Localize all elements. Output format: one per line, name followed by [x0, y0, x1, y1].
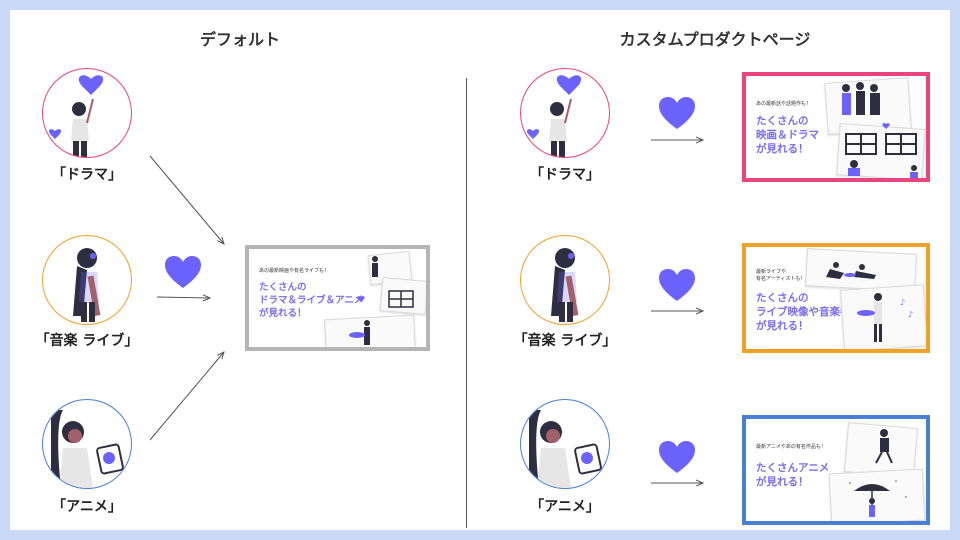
heart-icon: [659, 97, 695, 129]
custom-heading: カスタムプロダクトページ: [619, 30, 811, 49]
label-music-custom: 「音楽 ライブ」: [513, 333, 617, 349]
custom-card-drama: あの最新話や話題作も！ たくさんの 映画＆ドラマ が見れる！: [742, 72, 930, 182]
anime-card-illustration: [849, 429, 907, 517]
avatar-anime: [42, 399, 132, 489]
connector-arrows: [149, 10, 950, 530]
drama-card-caption: あの最新話や話題作も！: [756, 101, 812, 107]
slide: デフォルト カスタムプロダクトページ: [10, 10, 950, 530]
svg-text:♪: ♪: [908, 310, 913, 319]
heart-icon: [659, 269, 695, 301]
label-music: 「音楽 ライブ」: [35, 333, 139, 349]
arrow-anime-to-default: [149, 352, 224, 441]
music-card-headline: たくさんの ライブ映像や音楽番組 が見れる！: [756, 292, 861, 332]
default-card-caption: あの最新映画や有名ライブも！: [259, 268, 330, 274]
label-anime-custom: 「アニメ」: [530, 499, 600, 515]
avatar-music-custom: [520, 235, 610, 325]
custom-card-music: 最新ライブや 有名アーティストも！ たくさんの ライブ映像や音楽番組 が見れる！…: [742, 243, 930, 353]
svg-text:♪: ♪: [900, 298, 905, 307]
arrow-drama-to-default: [149, 155, 224, 244]
default-product-card: あの最新映画や有名ライブも！ たくさんの ドラマ＆ライブ＆アニメ が見れる！: [245, 245, 430, 351]
label-anime: 「アニメ」: [52, 499, 122, 515]
section-divider: [466, 78, 467, 528]
heart-icon: [165, 256, 201, 288]
custom-card-anime: 最新アニメやあの有名作品も！ たくさんアニメ が見れる！: [742, 415, 930, 525]
label-drama: 「ドラマ」: [52, 167, 122, 183]
default-card-illustration: [349, 256, 414, 345]
drama-card-headline: たくさんの 映画＆ドラマ が見れる！: [756, 115, 819, 155]
music-card-illustration: ♪ ♪: [826, 262, 913, 342]
music-card-caption: 最新ライブや 有名アーティストも！: [756, 269, 806, 282]
avatar-drama-custom: [520, 68, 610, 158]
arrow-music-to-default: [156, 297, 210, 298]
anime-card-headline: たくさんアニメ が見れる！: [756, 462, 830, 488]
anime-card-caption: 最新アニメやあの有名作品も！: [756, 444, 826, 450]
default-heading: デフォルト: [199, 30, 280, 49]
drama-card-illustration: [842, 82, 918, 178]
default-card-headline: たくさんの ドラマ＆ライブ＆アニメ が見れる！: [259, 282, 364, 319]
avatar-drama: [42, 68, 132, 158]
heart-icon: [659, 441, 695, 473]
label-drama-custom: 「ドラマ」: [530, 167, 600, 183]
avatar-music: [42, 235, 132, 325]
avatar-anime-custom: [520, 399, 610, 489]
